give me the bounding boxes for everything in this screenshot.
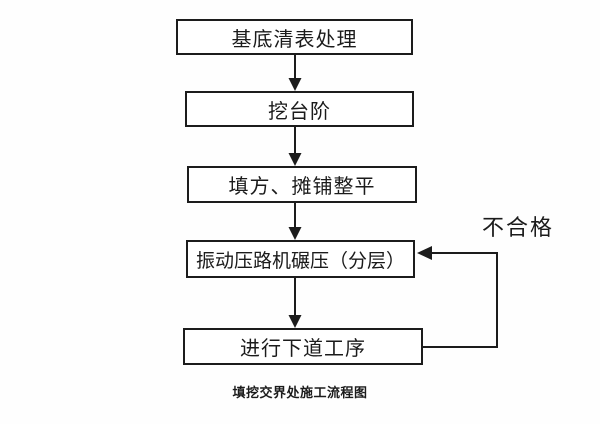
loop-label-unqualified: 不合格: [482, 216, 555, 241]
flow-step-next-process: 进行下道工序: [183, 328, 423, 365]
flow-step-base-surface-clearing: 基底清表处理: [176, 19, 413, 55]
feedback-loop-arrow: [417, 246, 498, 348]
flow-step-vibratory-roller-compaction: 振动压路机碾压（分层）: [186, 240, 415, 278]
down-arrow-2: [288, 127, 302, 166]
down-arrow-1: [288, 55, 302, 91]
down-arrow-3: [288, 203, 302, 240]
down-arrow-4: [288, 278, 302, 328]
flow-step-fill-spread-level: 填方、摊铺整平: [187, 166, 417, 203]
flowchart-caption: 填挖交界处施工流程图: [232, 386, 368, 401]
flow-step-excavate-benches: 挖台阶: [185, 91, 414, 127]
